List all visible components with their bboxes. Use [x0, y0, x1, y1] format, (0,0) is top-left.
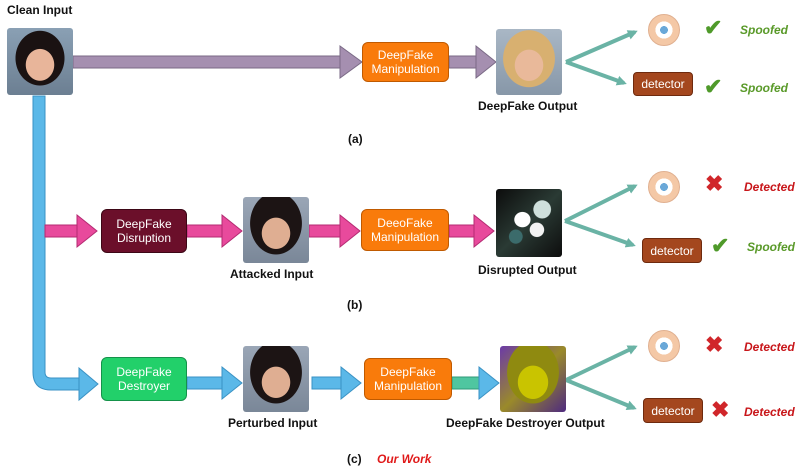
deepfake-destroyer-box: DeepFake Destroyer [101, 357, 187, 401]
deepfake-output-label: DeepFake Output [478, 99, 578, 113]
human-result-a: Spoofed [740, 23, 788, 37]
eye-icon [648, 330, 680, 362]
perturbed-input-label: Perturbed Input [228, 416, 318, 430]
check-icon: ✔ [704, 74, 723, 99]
result-arrows-a [565, 30, 638, 86]
check-icon: ✔ [704, 15, 723, 40]
arrow-attacked-to-manipulation-b [308, 213, 361, 249]
deepfake-output-image [496, 29, 562, 95]
panel-label-a: (a) [348, 132, 363, 146]
detector-box-b: detector [642, 238, 702, 263]
disrupted-output-image [496, 189, 562, 257]
detector-box-c: detector [643, 398, 703, 423]
detector-result-b: Spoofed [747, 240, 795, 254]
arrow-disruption-to-attacked-b [186, 213, 243, 249]
clean-input-label: Clean Input [7, 3, 73, 17]
clean-input-image [7, 28, 73, 95]
eye-icon [648, 171, 680, 203]
arrow-clean-branch-down [32, 95, 99, 402]
attacked-input-label: Attacked Input [230, 267, 314, 281]
detector-result-c: Detected [744, 405, 795, 419]
deepfake-manipulation-box-b: DeeoFake Manipulation [361, 209, 449, 251]
human-result-c: Detected [744, 340, 795, 354]
detector-result-a: Spoofed [740, 81, 788, 95]
human-result-b: Detected [744, 180, 795, 194]
deepfake-manipulation-box-a: DeepFake Manipulation [362, 42, 449, 82]
result-arrows-c [565, 345, 638, 410]
destroyer-output-label: DeepFake Destroyer Output [446, 416, 605, 430]
deepfake-disruption-box: DeepFake Disruption [101, 209, 187, 253]
disrupted-output-label: Disrupted Output [478, 263, 577, 277]
deepfake-manipulation-box-c: DeepFake Manipulation [364, 358, 452, 400]
arrow-perturbed-to-manipulation-c [311, 365, 362, 401]
detector-box-a: detector [633, 72, 693, 96]
arrow-clean-to-manipulation-a [72, 45, 363, 79]
check-icon: ✔ [711, 233, 730, 258]
panel-label-b: (b) [347, 298, 363, 312]
attacked-input-image [243, 197, 309, 263]
arrow-manipulation-to-output-a [448, 44, 497, 80]
our-work-label: Our Work [377, 452, 432, 466]
arrow-manipulation-to-output-c [451, 365, 500, 401]
panel-label-c: (c) [347, 452, 362, 466]
cross-icon: ✖ [705, 171, 724, 196]
arrow-clean-to-disruption-b [44, 213, 98, 249]
eye-icon [648, 14, 680, 46]
cross-icon: ✖ [711, 397, 730, 422]
cross-icon: ✖ [705, 332, 724, 357]
arrow-manipulation-to-output-b [448, 213, 495, 249]
perturbed-input-image [243, 346, 309, 412]
destroyer-output-image [500, 346, 566, 412]
result-arrows-b [564, 184, 638, 248]
arrow-destroyer-to-perturbed-c [186, 365, 243, 401]
